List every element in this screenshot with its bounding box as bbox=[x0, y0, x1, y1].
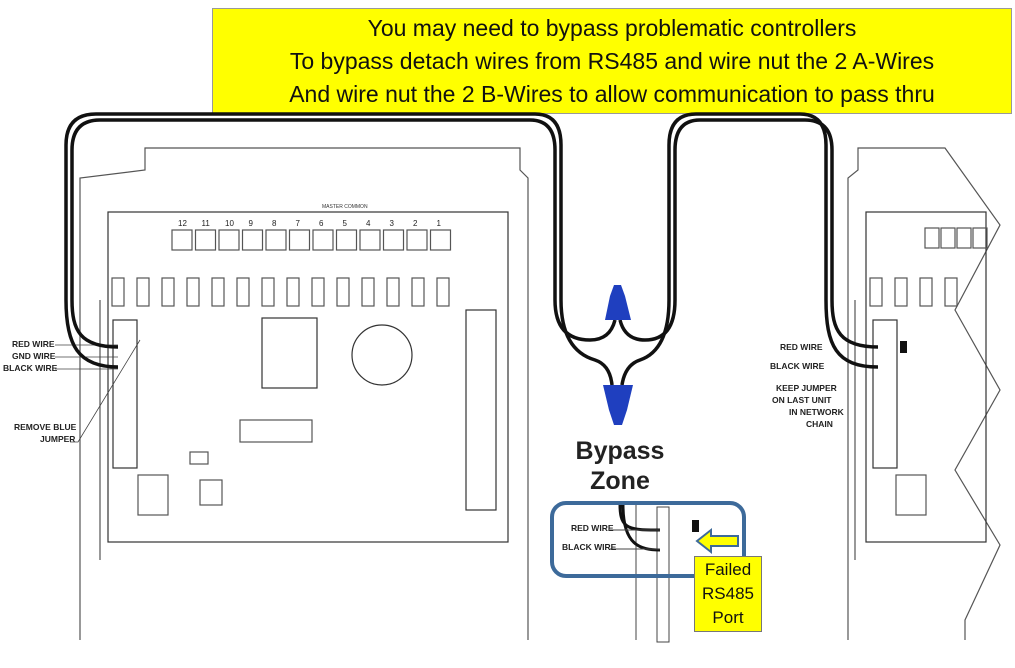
relay-number: 12 bbox=[178, 219, 187, 228]
relay bbox=[186, 277, 200, 307]
arrow-icon bbox=[695, 527, 739, 555]
black-wire-label: BLACK WIRE bbox=[770, 361, 825, 371]
relay bbox=[211, 277, 225, 307]
banner-line: And wire nut the 2 B-Wires to allow comm… bbox=[289, 80, 935, 107]
master-common-label: MASTER COMMON bbox=[322, 204, 368, 210]
relay-terminal bbox=[265, 229, 287, 251]
black-wire-label: BLACK WIRE bbox=[562, 542, 617, 552]
failed-port-callout: Failed RS485 Port bbox=[694, 556, 762, 632]
relay-terminal bbox=[972, 227, 988, 249]
relay bbox=[261, 277, 275, 307]
relay-number: 10 bbox=[225, 219, 234, 228]
red-wire-label: RED WIRE bbox=[12, 339, 55, 349]
left-controller: 12 11 10 9 8 7 6 5 4 3 2 1 bbox=[79, 147, 529, 640]
bypass-zone-label: Bypass Zone bbox=[575, 437, 665, 495]
relay bbox=[361, 277, 375, 307]
relay-terminal bbox=[382, 229, 405, 251]
relay-terminal bbox=[171, 229, 193, 251]
relay bbox=[111, 277, 125, 307]
black-wire-label: BLACK WIRE bbox=[3, 363, 58, 373]
gnd-wire-label: GND WIRE bbox=[12, 351, 56, 361]
relay-number: 4 bbox=[366, 219, 371, 228]
jumper-label: JUMPER bbox=[40, 434, 75, 444]
relay-number: 2 bbox=[413, 219, 418, 228]
relay-terminal bbox=[359, 229, 381, 251]
wire-nut bbox=[603, 285, 633, 425]
relay-number: 8 bbox=[272, 219, 277, 228]
keep-jumper-label: IN NETWORK bbox=[789, 407, 845, 417]
relay bbox=[411, 277, 425, 307]
relay-terminal bbox=[335, 229, 358, 251]
relay bbox=[869, 277, 883, 307]
relay-terminal bbox=[312, 229, 334, 251]
relay bbox=[136, 277, 150, 307]
right-controller bbox=[847, 147, 1001, 640]
relay bbox=[286, 277, 300, 307]
instruction-banner: You may need to bypass problematic contr… bbox=[212, 8, 1012, 114]
banner-line: You may need to bypass problematic contr… bbox=[367, 14, 857, 41]
relay bbox=[436, 277, 450, 307]
relay-terminal bbox=[924, 227, 940, 249]
network-wires bbox=[64, 112, 879, 386]
relay bbox=[944, 277, 958, 307]
relay bbox=[336, 277, 350, 307]
failed-port-highlight bbox=[550, 501, 746, 578]
red-wire-label: RED WIRE bbox=[571, 523, 614, 533]
relay-terminal bbox=[218, 229, 240, 251]
relay-terminal bbox=[288, 229, 311, 251]
relay-number: 7 bbox=[296, 219, 301, 228]
relay-number: 5 bbox=[343, 219, 348, 228]
keep-jumper-label: ON LAST UNIT bbox=[772, 395, 832, 405]
failed-port-detail bbox=[610, 504, 670, 643]
jumper bbox=[692, 520, 699, 532]
relay-number: 11 bbox=[202, 219, 211, 228]
keep-jumper-label: CHAIN bbox=[806, 419, 833, 429]
relay-terminal bbox=[194, 229, 217, 251]
relay-terminal bbox=[241, 229, 264, 251]
relay-number: 3 bbox=[390, 219, 395, 228]
relay-terminal bbox=[406, 229, 428, 251]
relay bbox=[894, 277, 908, 307]
relay bbox=[236, 277, 250, 307]
relay-number: 6 bbox=[319, 219, 324, 228]
relay-terminal bbox=[940, 227, 956, 249]
keep-jumper-label: KEEP JUMPER bbox=[776, 383, 837, 393]
jumper bbox=[900, 341, 907, 353]
relay-number: 9 bbox=[249, 219, 254, 228]
relay-number: 1 bbox=[437, 219, 442, 228]
relay-terminal bbox=[429, 229, 452, 251]
relay bbox=[919, 277, 933, 307]
relay bbox=[311, 277, 325, 307]
relay bbox=[386, 277, 400, 307]
relay-terminal bbox=[956, 227, 972, 249]
jumper-label: REMOVE BLUE bbox=[14, 422, 77, 432]
relay bbox=[161, 277, 175, 307]
banner-line: To bypass detach wires from RS485 and wi… bbox=[289, 47, 935, 74]
red-wire-label: RED WIRE bbox=[780, 342, 823, 352]
